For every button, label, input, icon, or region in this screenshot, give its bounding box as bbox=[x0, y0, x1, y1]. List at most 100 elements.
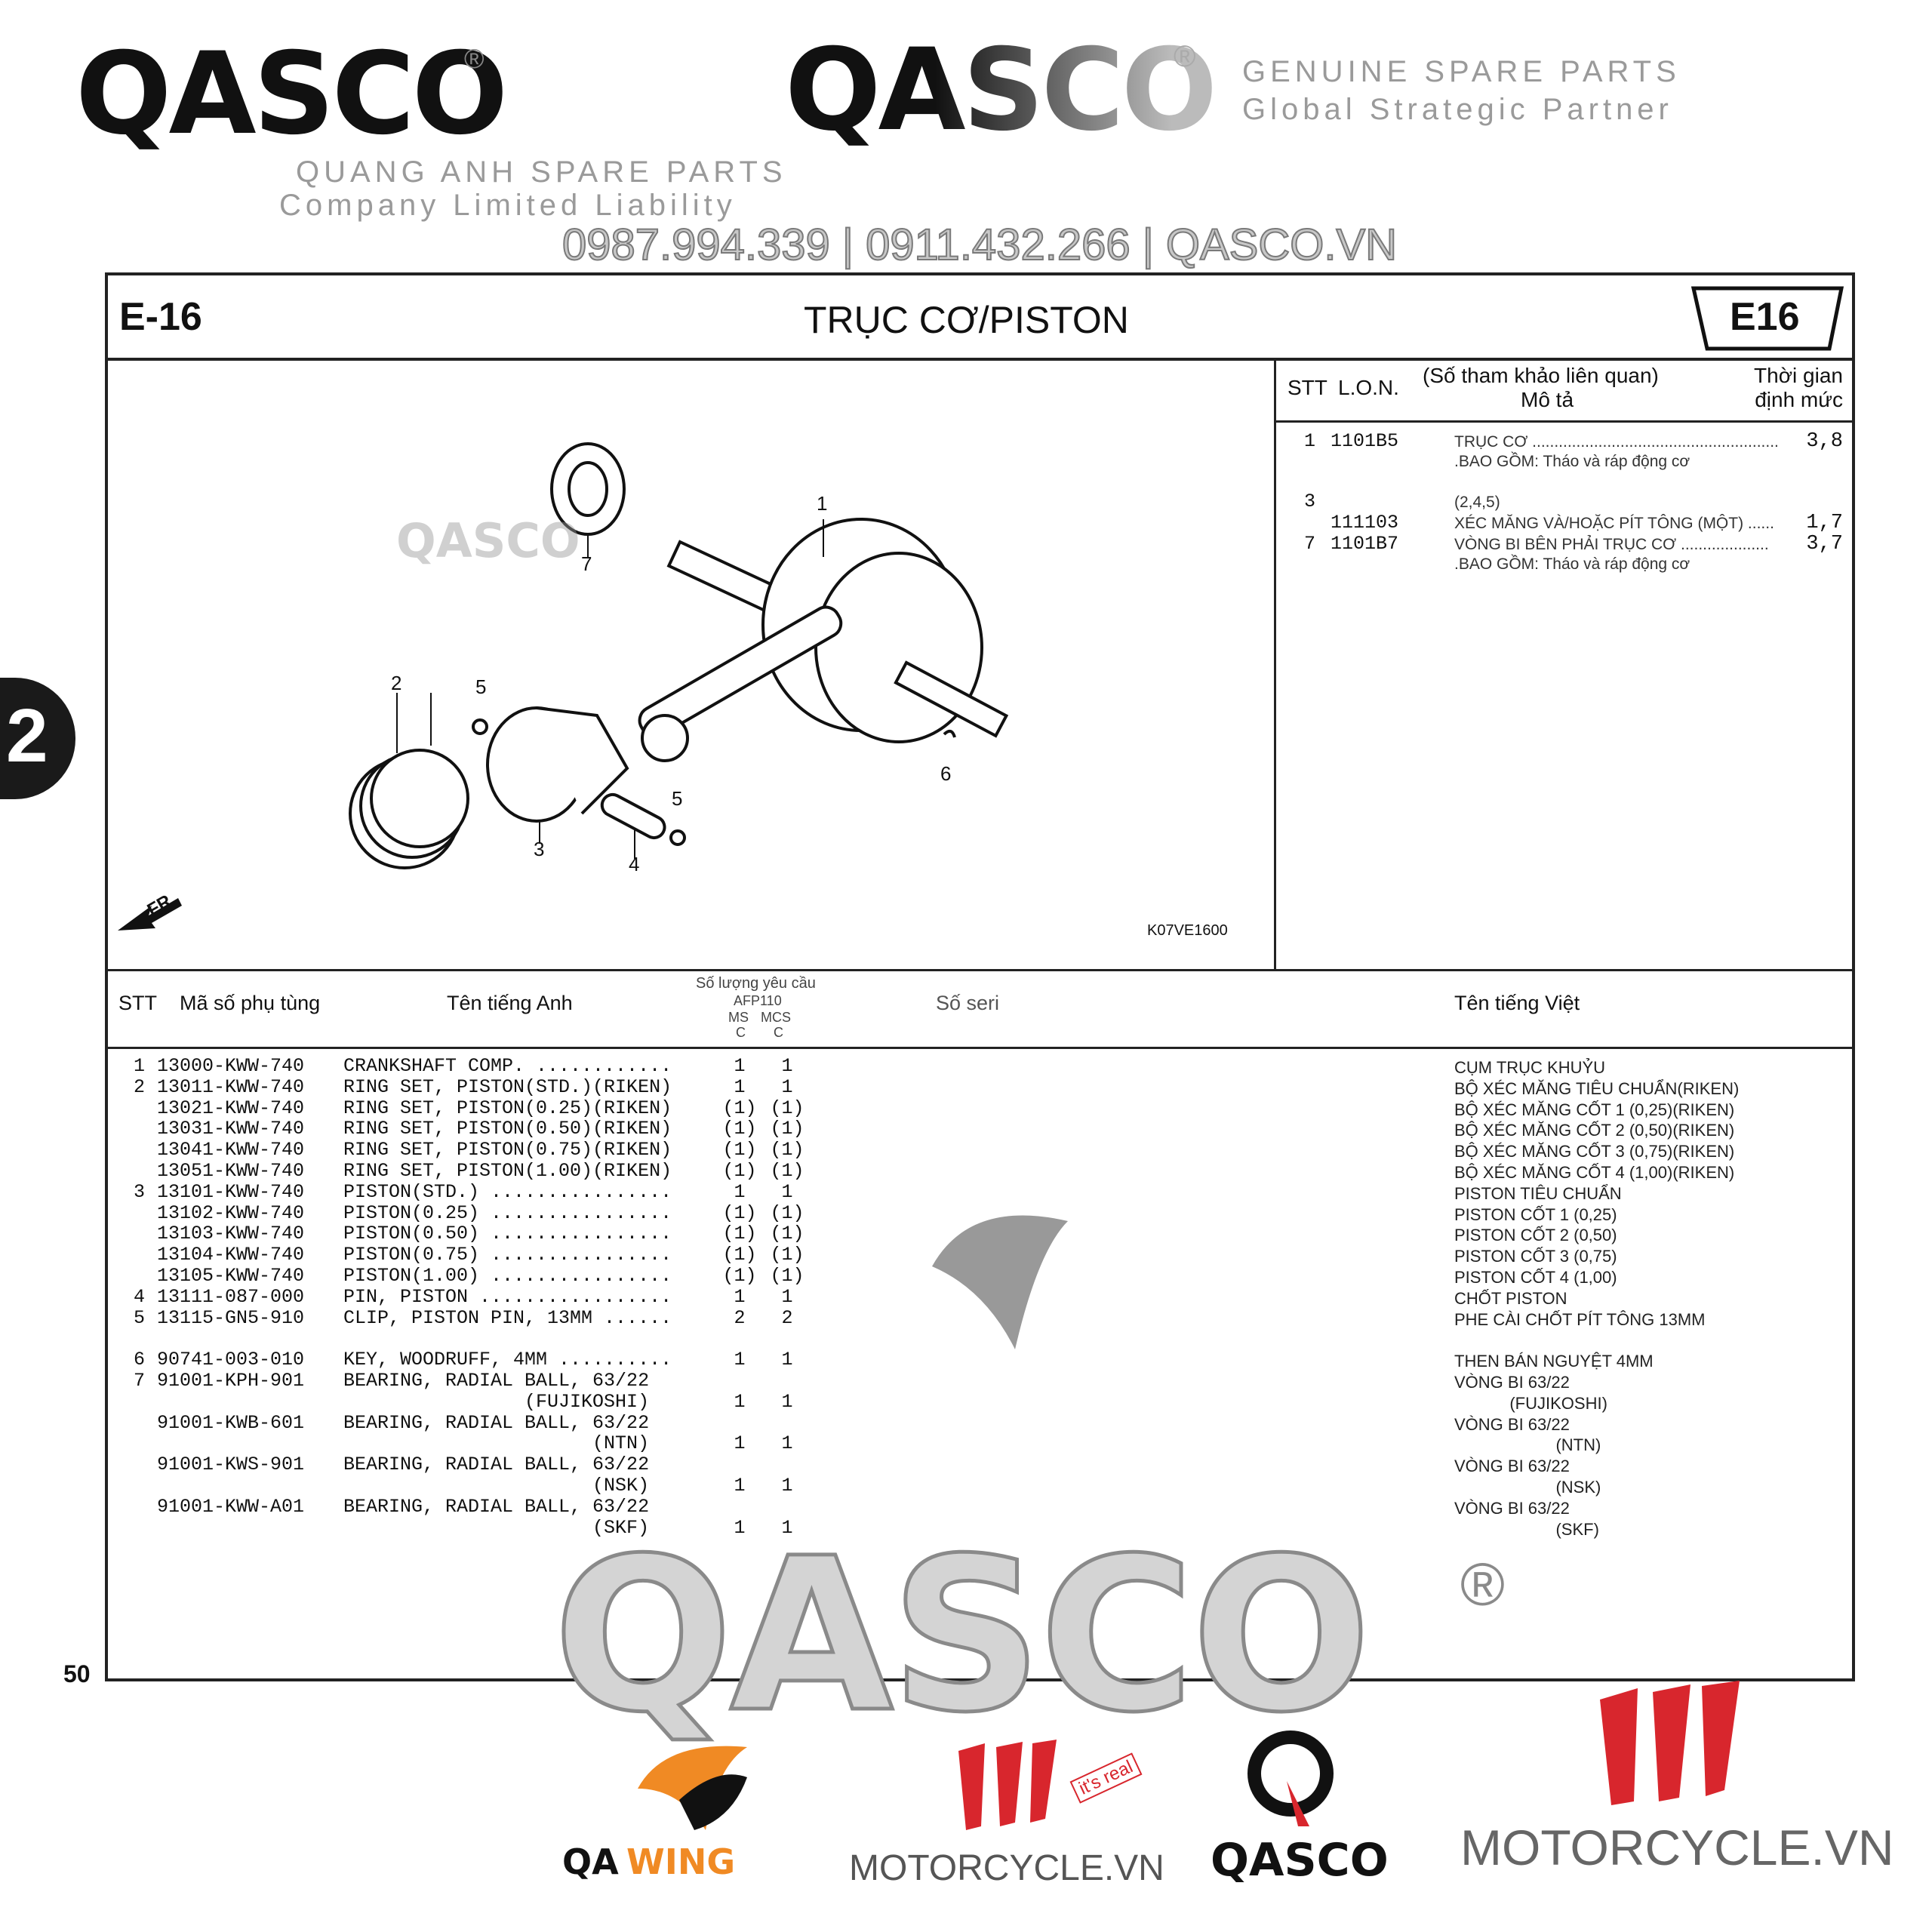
callout-2: 2 bbox=[391, 672, 402, 694]
labor-note: .BAO GỒM: Tháo và ráp động cơ bbox=[1454, 453, 1690, 470]
part-name-en: BEARING, RADIAL BALL, 63/22 bbox=[343, 1370, 650, 1392]
callout-1: 1 bbox=[817, 492, 828, 515]
labor-time: 3,8 bbox=[1806, 430, 1843, 453]
qty-mcs: (1) bbox=[770, 1223, 804, 1245]
part-name-en: KEY, WOODRUFF, 4MM .......... bbox=[343, 1349, 672, 1371]
part-name-en: PISTON(0.25) ................ bbox=[343, 1201, 672, 1224]
callout-5: 5 bbox=[672, 787, 683, 810]
qty-ms: (1) bbox=[722, 1118, 757, 1140]
qawing-qa: QA bbox=[562, 1841, 619, 1882]
part-number: 13104-KWW-740 bbox=[157, 1244, 305, 1266]
divider bbox=[1274, 359, 1276, 971]
part-name-en: RING SET, PISTON(0.75)(RIKEN) bbox=[343, 1139, 672, 1161]
tagline-right-1: GENUINE SPARE PARTS bbox=[1242, 55, 1681, 88]
labor-stt: 7 bbox=[1304, 533, 1316, 555]
watermark-reg: ® bbox=[1460, 1551, 1505, 1618]
figure-code: K07VE1600 bbox=[1147, 922, 1228, 939]
part-name-en: RING SET, PISTON(1.00)(RIKEN) bbox=[343, 1160, 672, 1182]
part-name-en: BEARING, RADIAL BALL, 63/22 bbox=[343, 1411, 650, 1434]
part-stt: 4 bbox=[133, 1285, 145, 1308]
part-name-vn: (FUJIKOSHI) bbox=[1454, 1393, 1607, 1413]
parts-header-qty: Số lượng yêu cầu bbox=[696, 975, 816, 992]
qasco-logo-mid: QASCO bbox=[785, 25, 1217, 156]
part-name-en: CRANKSHAFT COMP. ............ bbox=[343, 1055, 672, 1077]
qty-ms: 1 bbox=[734, 1180, 746, 1203]
page-number: 50 bbox=[63, 1660, 91, 1687]
qty-ms: 1 bbox=[734, 1432, 746, 1455]
part-name-vn: BỘ XÉC MĂNG TIÊU CHUẨN(RIKEN) bbox=[1454, 1078, 1740, 1098]
qty-ms: 1 bbox=[734, 1055, 746, 1077]
qty-mcs: 1 bbox=[781, 1432, 793, 1455]
divider bbox=[105, 358, 1855, 361]
labor-note: .BAO GỒM: Tháo và ráp động cơ bbox=[1454, 555, 1690, 573]
callout-5: 5 bbox=[475, 675, 487, 698]
part-name-en: (SKF) bbox=[343, 1516, 650, 1539]
qty-mcs: 1 bbox=[781, 1180, 793, 1203]
qty-ms: (1) bbox=[722, 1201, 757, 1224]
labor-lon: 1101B7 bbox=[1330, 533, 1398, 555]
labor-header-lon: L.O.N. bbox=[1338, 376, 1399, 399]
qty-ms: 1 bbox=[734, 1475, 746, 1497]
qty-ms: 1 bbox=[734, 1349, 746, 1371]
part-stt: 6 bbox=[133, 1349, 145, 1371]
clip-drawing bbox=[669, 829, 686, 846]
qty-ms: (1) bbox=[722, 1139, 757, 1161]
labor-desc: TRỤC CƠ ................................… bbox=[1454, 433, 1779, 451]
part-name-en: PIN, PISTON ................. bbox=[343, 1285, 672, 1308]
crankshaft-drawing bbox=[638, 518, 1009, 762]
parts-header-ms: MS bbox=[728, 1010, 749, 1025]
parts-header-name-vn: Tên tiếng Việt bbox=[1454, 992, 1580, 1014]
exploded-diagram bbox=[118, 442, 1009, 931]
part-name-vn: BỘ XÉC MĂNG CỐT 4 (1,00)(RIKEN) bbox=[1454, 1163, 1735, 1182]
callout-4: 4 bbox=[629, 853, 640, 875]
callout-3: 3 bbox=[534, 838, 545, 860]
qty-mcs: (1) bbox=[770, 1201, 804, 1224]
watermark-phone: 0987.994.339 | 0911.432.266 | QASCO.VN bbox=[561, 220, 1398, 269]
qasco-q-icon bbox=[1247, 1730, 1334, 1826]
qty-mcs: (1) bbox=[770, 1118, 804, 1140]
part-name-vn: CHỐT PISTON bbox=[1454, 1288, 1567, 1308]
part-name-vn: (NTN) bbox=[1454, 1435, 1601, 1455]
parts-header-stt: STT bbox=[118, 992, 157, 1014]
callout-6: 6 bbox=[940, 762, 952, 785]
qty-ms: (1) bbox=[722, 1223, 757, 1245]
parts-header-mcs: MCS bbox=[761, 1010, 791, 1025]
qty-ms: 1 bbox=[734, 1075, 746, 1098]
part-name-en: (FUJIKOSHI) bbox=[343, 1390, 650, 1413]
section-badge: E16 bbox=[1730, 295, 1800, 339]
wing-watermark-icon bbox=[932, 1215, 1068, 1349]
part-name-vn: VÒNG BI 63/22 bbox=[1454, 1373, 1570, 1392]
part-name-en: PISTON(1.00) ................ bbox=[343, 1265, 672, 1287]
part-number: 13111-087-000 bbox=[157, 1285, 305, 1308]
part-number: 13102-KWW-740 bbox=[157, 1201, 305, 1224]
motorcycle-m-icon bbox=[958, 1740, 1057, 1830]
key-drawing bbox=[943, 729, 956, 738]
qty-mcs: 1 bbox=[781, 1285, 793, 1308]
clip-drawing bbox=[472, 718, 488, 735]
part-name-vn: PISTON CỐT 4 (1,00) bbox=[1454, 1268, 1617, 1287]
part-name-en: CLIP, PISTON PIN, 13MM ...... bbox=[343, 1306, 672, 1329]
part-name-en: BEARING, RADIAL BALL, 63/22 bbox=[343, 1454, 650, 1476]
part-name-en: PISTON(STD.) ................ bbox=[343, 1180, 672, 1203]
part-number: 91001-KWS-901 bbox=[157, 1454, 305, 1476]
qty-mcs: 1 bbox=[781, 1390, 793, 1413]
qty-mcs: (1) bbox=[770, 1097, 804, 1119]
part-stt: 1 bbox=[133, 1055, 145, 1077]
labor-header-desc-1: (Số tham khảo liên quan) bbox=[1423, 364, 1659, 387]
part-name-vn: VÒNG BI 63/22 bbox=[1454, 1498, 1570, 1518]
part-name-en: PISTON(0.50) ................ bbox=[343, 1223, 672, 1245]
qty-mcs: (1) bbox=[770, 1244, 804, 1266]
qty-ms: 1 bbox=[734, 1390, 746, 1413]
part-name-vn: (SKF) bbox=[1454, 1519, 1599, 1539]
divider bbox=[105, 1047, 1855, 1049]
its-real-badge: it's real bbox=[1069, 1752, 1143, 1804]
part-name-en: RING SET, PISTON(STD.)(RIKEN) bbox=[343, 1075, 672, 1098]
qty-mcs: (1) bbox=[770, 1139, 804, 1161]
qty-ms: (1) bbox=[722, 1160, 757, 1182]
parts-header-part-no: Mã số phụ tùng bbox=[180, 992, 321, 1014]
part-stt: 2 bbox=[133, 1075, 145, 1098]
qty-ms: 1 bbox=[734, 1285, 746, 1308]
qty-ms: 1 bbox=[734, 1516, 746, 1539]
labor-header-stt: STT bbox=[1287, 376, 1327, 399]
page-title: TRỤC CƠ/PISTON bbox=[804, 299, 1129, 341]
